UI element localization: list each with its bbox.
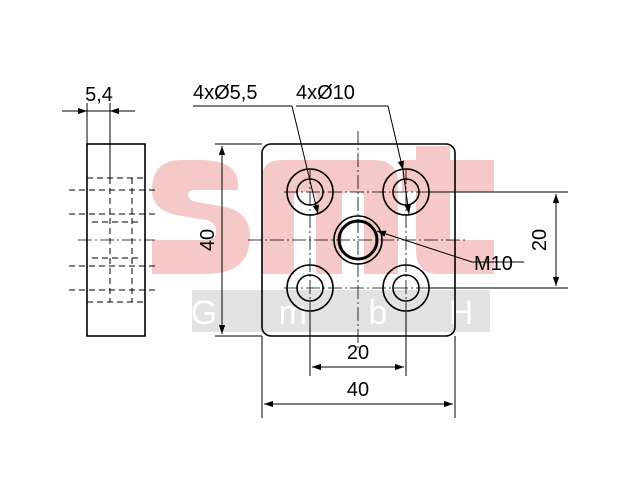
dimension-hole-pitch-vertical: 20 — [430, 191, 568, 289]
watermark-logo — [152, 146, 494, 274]
leader-thread: M10 — [376, 230, 524, 275]
counterbore-hole — [382, 264, 430, 312]
dimension-height-total: 40 — [197, 143, 262, 337]
dimension-label-side-thickness: 5,4 — [85, 84, 113, 106]
leader-holes-large: 4xØ10 — [296, 82, 411, 215]
dimension-label-height-total: 40 — [197, 229, 219, 251]
leader-holes-small: 4xØ5,5 — [193, 82, 319, 215]
label-holes-large: 4xØ10 — [296, 82, 355, 104]
dimension-side-thickness: 5,4 — [62, 84, 135, 178]
dimension-hole-pitch-horizontal: 20 — [309, 312, 407, 376]
watermark-band — [192, 290, 490, 332]
watermark: G m b H — [152, 146, 500, 332]
dimension-label-hole-pitch-horizontal: 20 — [347, 342, 369, 364]
label-thread: M10 — [474, 253, 513, 275]
side-view — [69, 143, 157, 337]
front-view — [248, 131, 468, 349]
watermark-subtitle: G m b H — [191, 294, 500, 332]
dimension-width-total: 40 — [261, 336, 456, 418]
label-holes-small: 4xØ5,5 — [193, 82, 257, 104]
dimension-label-width-total: 40 — [347, 379, 369, 401]
threaded-hole-m10 — [333, 215, 383, 265]
dimension-label-hole-pitch-vertical: 20 — [529, 229, 551, 251]
counterbore-hole — [286, 264, 334, 312]
